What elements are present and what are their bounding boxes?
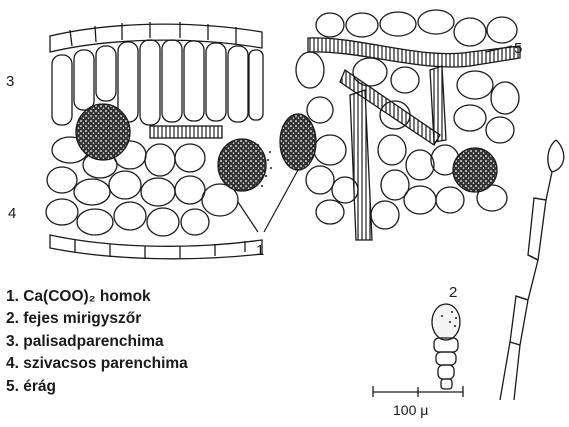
left-vein: [150, 126, 222, 138]
lower-epidermis: [50, 235, 262, 259]
legend-item: 1. Ca(COO)₂ homok: [6, 286, 188, 308]
crystal-sand-cell: [280, 114, 316, 170]
legend-item: 3. palisadparenchima: [6, 331, 188, 353]
legend: 1. Ca(COO)₂ homok 2. fejes mirigyszőr 3.…: [6, 286, 188, 398]
vein-vertical: [350, 90, 372, 240]
upper-epidermis: [50, 24, 262, 52]
vein-upper: [308, 38, 520, 67]
scale-bar-label: 100 μ: [393, 402, 428, 418]
crystal-sand-cell: [76, 104, 130, 160]
legend-item: 2. fejes mirigyszőr: [6, 308, 188, 330]
label-2: 2: [449, 284, 457, 301]
legend-item: 4. szivacsos parenchima: [6, 353, 188, 375]
legend-item: 5. érág: [6, 376, 188, 398]
label-1: 1: [256, 242, 264, 259]
scale-bar: [373, 386, 463, 397]
label-4: 4: [8, 205, 16, 222]
spongy-parenchyma: [46, 137, 238, 236]
long-trichome: [500, 140, 564, 400]
label-5: 5: [514, 40, 522, 57]
label-3: 3: [6, 73, 14, 90]
left-leaf-section: [46, 22, 272, 259]
glandular-hair: [432, 304, 460, 389]
right-leaf-section: [280, 10, 520, 240]
crystal-sand-cell: [453, 148, 497, 192]
crystal-sand-cell: [218, 139, 266, 191]
